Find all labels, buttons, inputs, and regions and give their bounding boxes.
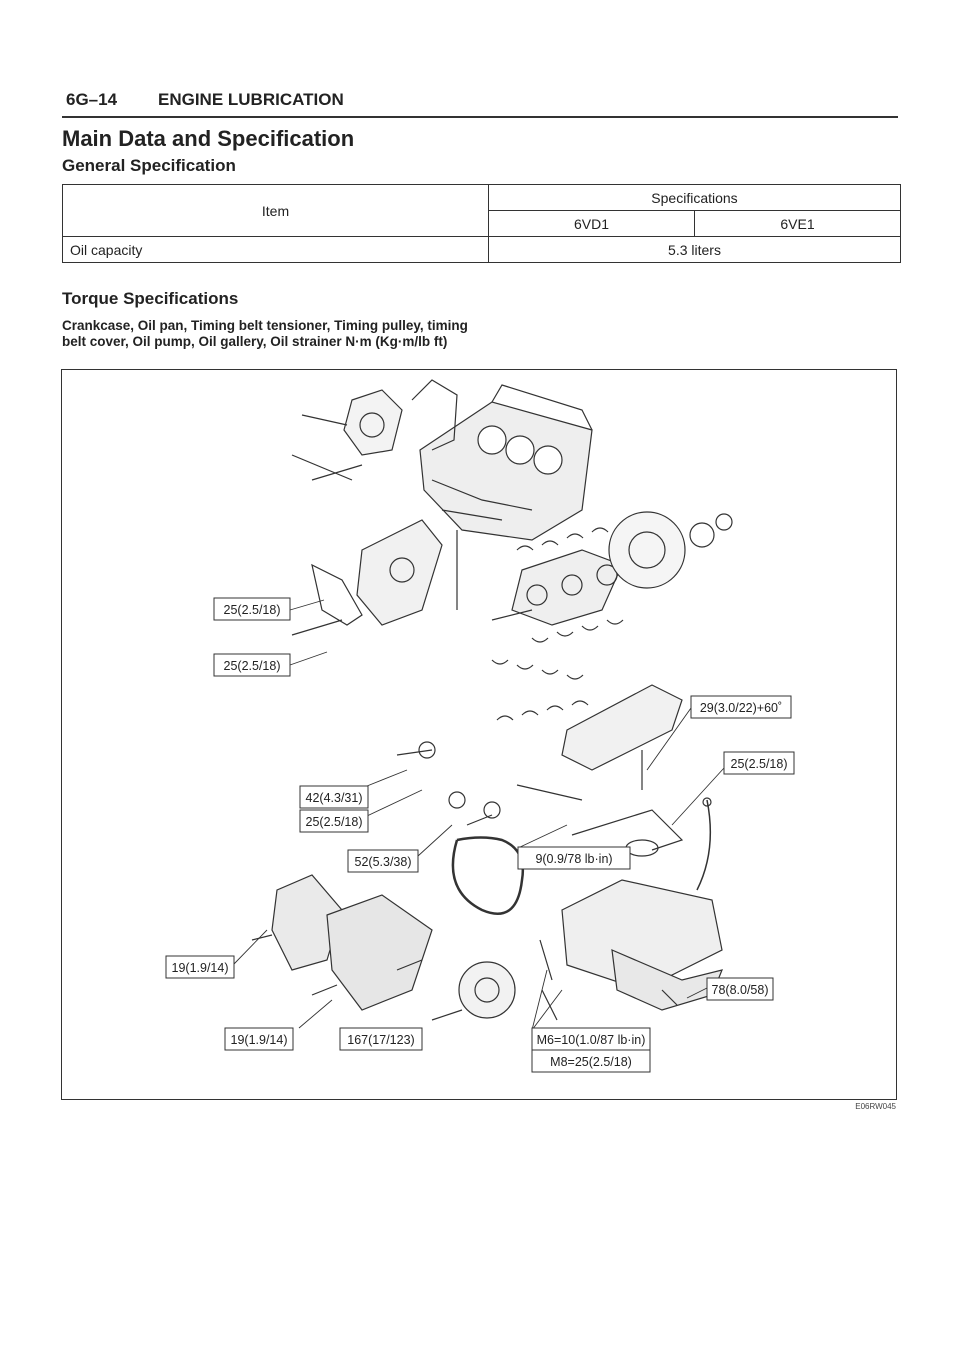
crankcase-drawing xyxy=(516,684,684,857)
general-spec-heading: General Specification xyxy=(62,156,236,175)
page-number: 6G–14 xyxy=(66,90,118,109)
engine-exploded-diagram: 25(2.5/18) 25(2.5/18) 29(3.0/22)+60˚ 25(… xyxy=(165,379,795,1073)
section-title: ENGINE LUBRICATION xyxy=(158,90,344,109)
model-6vd1-header: 6VD1 xyxy=(488,210,695,237)
oil-level-gauge-drawing xyxy=(696,797,712,891)
timing-belt-drawing xyxy=(451,836,525,915)
torque-label: 25(2.5/18) xyxy=(731,757,788,771)
page-title: Main Data and Specification xyxy=(62,126,355,151)
torque-label: 9(0.9/78 lb·in) xyxy=(535,852,612,866)
torque-label: 25(2.5/18) xyxy=(224,659,281,673)
bearings-drawing xyxy=(491,527,624,721)
torque-label: 25(2.5/18) xyxy=(224,603,281,617)
cylinder-block-drawing xyxy=(419,384,593,541)
torque-label: 42(4.3/31) xyxy=(306,791,363,805)
oil-gallery-drawing xyxy=(291,519,458,636)
table-row: Oil capacity 5.3 liters xyxy=(62,236,901,263)
torque-spec-heading: Torque Specifications xyxy=(62,289,239,308)
model-6ve1-header: 6VE1 xyxy=(694,210,901,237)
flywheel-drawing xyxy=(608,511,733,589)
general-spec-table: Item Specifications 6VD1 6VE1 Oil capaci… xyxy=(62,184,901,263)
item-cell: Oil capacity xyxy=(62,236,489,263)
torque-label: 19(1.9/14) xyxy=(231,1033,288,1047)
oil-pan-drawing xyxy=(539,879,723,1021)
spec-header: Specifications xyxy=(488,184,901,211)
torque-label: 25(2.5/18) xyxy=(306,815,363,829)
torque-label: 78(8.0/58) xyxy=(712,983,769,997)
torque-label: 29(3.0/22)+60˚ xyxy=(700,701,782,715)
torque-label: 52(5.3/38) xyxy=(355,855,412,869)
value-cell: 5.3 liters xyxy=(488,236,901,263)
exploded-view-figure: 25(2.5/18) 25(2.5/18) 29(3.0/22)+60˚ 25(… xyxy=(61,369,897,1100)
page-header: 6G–14 ENGINE LUBRICATION xyxy=(66,90,344,110)
header-rule xyxy=(62,116,898,118)
torque-label: M8=25(2.5/18) xyxy=(550,1055,632,1069)
timing-belt-tensioner-drawing xyxy=(396,741,501,826)
leader-lines xyxy=(233,599,725,1031)
item-header: Item xyxy=(62,184,489,237)
timing-belt-cover-drawing xyxy=(251,874,433,1011)
torque-label: 167(17/123) xyxy=(347,1033,414,1047)
crankshaft-pulley-drawing xyxy=(431,961,516,1021)
figure-id: E06RW045 xyxy=(855,1102,896,1111)
oil-pump-drawing xyxy=(291,379,458,481)
torque-caption: Crankcase, Oil pan, Timing belt tensione… xyxy=(62,318,468,349)
label-boxes xyxy=(165,597,795,1073)
crankshaft-drawing xyxy=(491,549,623,626)
torque-label: 19(1.9/14) xyxy=(172,961,229,975)
torque-label: M6=10(1.0/87 lb·in) xyxy=(537,1033,646,1047)
